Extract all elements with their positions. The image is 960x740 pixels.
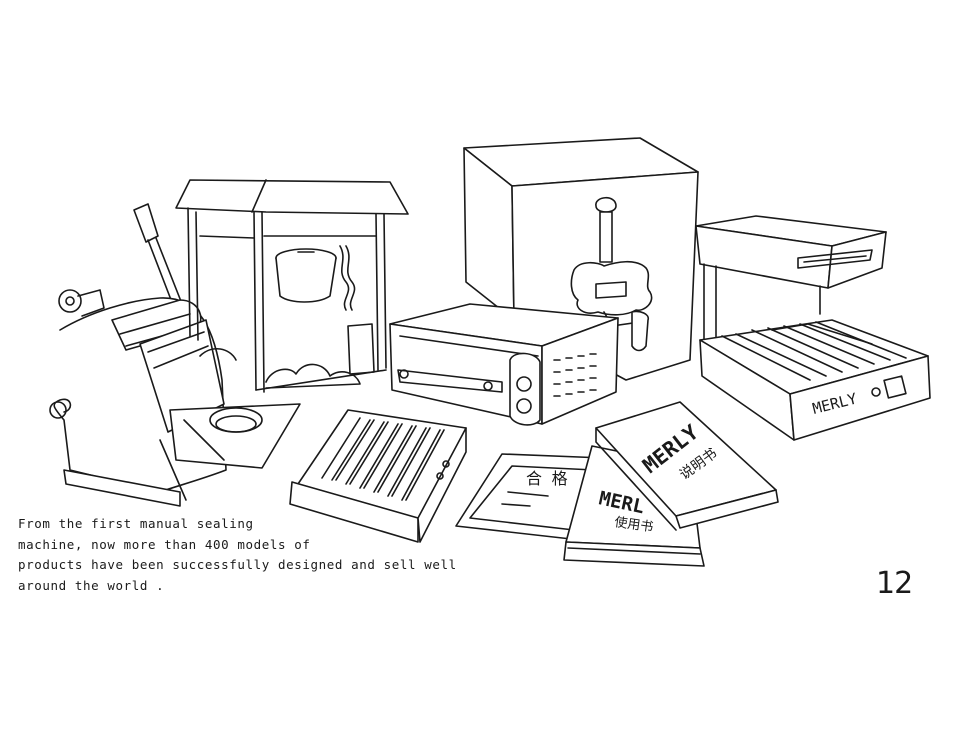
manual-sealing-machine <box>50 204 300 506</box>
manual-booklet-upper <box>596 402 778 530</box>
caption-line: From the first manual sealing <box>18 516 254 531</box>
water-boiler <box>464 138 698 380</box>
toaster-oven <box>390 304 618 425</box>
caption-line: around the world . <box>18 577 165 593</box>
certificate-text: 合 格 <box>526 469 568 488</box>
caption-line: machine, now more than 400 models of <box>18 536 311 552</box>
caption-line: products have been successfully designed… <box>18 557 457 572</box>
caption-text: From the first manual sealing machine, n… <box>18 514 538 596</box>
roller-grill <box>290 410 466 542</box>
grill-machine <box>696 216 930 440</box>
page-number: 12 <box>876 566 913 601</box>
booklet-title-lower: 使用书 <box>613 514 654 535</box>
popcorn-machine <box>176 180 408 392</box>
